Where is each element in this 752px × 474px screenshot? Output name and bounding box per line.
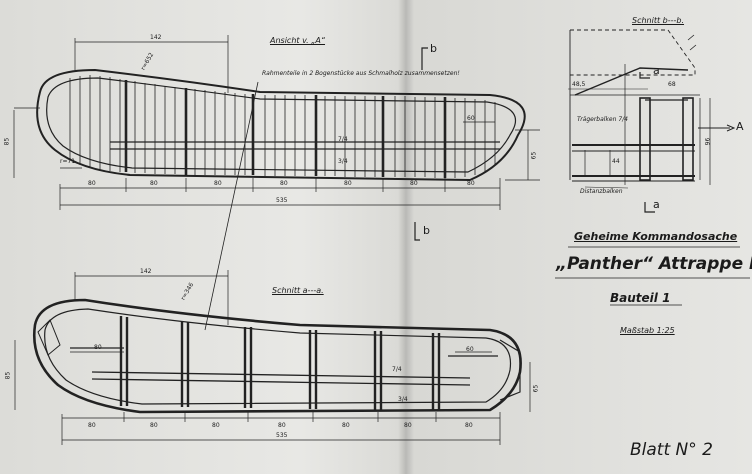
dim-top-65: 65 <box>530 151 538 160</box>
top-view-main-frames <box>124 80 447 178</box>
dim-sec-68: 68 <box>668 81 676 88</box>
title-underlines <box>555 246 750 306</box>
drawing-name: „Panther“ Attrappe N° I <box>556 254 752 274</box>
dim-bot-60: 60 <box>466 346 474 353</box>
marker-A-view: A <box>736 120 744 133</box>
dim-bot-seg-3: 80 <box>212 422 220 429</box>
beam-bot-74: 7/4 <box>392 366 402 373</box>
dim-bot-seg-7: 80 <box>465 422 473 429</box>
beam-top-74: 7/4 <box>338 136 348 143</box>
dim-top-seg-2: 80 <box>150 180 158 187</box>
top-view-title: Ansicht v. „A“ <box>270 36 326 45</box>
top-view-ribs <box>69 75 496 178</box>
bottom-view-frames <box>119 316 441 410</box>
dim-top-seg-7: 80 <box>467 180 475 187</box>
dim-sec-44: 44 <box>612 158 620 165</box>
dim-top-85: 85 <box>3 137 11 146</box>
top-view-hull <box>36 68 526 182</box>
top-view-longitudinal-beams <box>110 141 500 150</box>
bottom-view-title: Schnitt a---a. <box>272 286 324 295</box>
dim-top-seg-1: 80 <box>88 180 96 187</box>
beam-bot-34: 3/4 <box>398 396 408 403</box>
dim-bot-seg-4: 80 <box>278 422 286 429</box>
section-view-title: Schnitt b---b. <box>632 16 685 25</box>
classification-label: Geheime Kommandosache <box>574 230 738 243</box>
distanz-label: Distanzbalken <box>580 188 623 195</box>
dim-top-seg-5: 80 <box>344 180 352 187</box>
dim-sec-48: 48,5 <box>572 81 586 88</box>
dim-sec-96: 96 <box>704 137 712 146</box>
paper-fold-shadow <box>398 0 414 474</box>
frame-note: Rahmenteile in 2 Bogenstücke aus Schmalh… <box>262 70 460 77</box>
dim-bot-85: 85 <box>4 371 12 380</box>
bottom-view-beams <box>70 347 498 386</box>
scale-label: Maßstab 1:25 <box>620 326 675 335</box>
marker-b-top: b <box>430 42 437 55</box>
bottom-view-dimensions <box>14 270 531 445</box>
dim-bot-80: 80 <box>94 344 102 351</box>
section-marker-a-lines <box>639 72 655 213</box>
marker-b-bottom: b <box>423 224 430 237</box>
traeger-label: Trägerbalken 7/4 <box>577 116 628 123</box>
marker-a-bottom: a <box>653 198 660 211</box>
beam-top-34: 3/4 <box>338 158 348 165</box>
dim-top-total: 535 <box>276 197 288 204</box>
dim-bot-65: 65 <box>532 384 540 393</box>
part-label: Bauteil 1 <box>610 291 671 305</box>
dim-bot-142: 142 <box>140 268 152 275</box>
section-marker-b-lines <box>414 47 428 241</box>
dim-top-seg-6: 80 <box>410 180 418 187</box>
section-view <box>568 29 736 189</box>
frame-note-leader <box>204 81 259 331</box>
bottom-view-hull <box>32 298 522 414</box>
dim-bot-seg-1: 80 <box>88 422 96 429</box>
dim-top-seg-4: 80 <box>280 180 288 187</box>
top-view-dimensions <box>13 35 540 210</box>
dim-bot-seg-2: 80 <box>150 422 158 429</box>
dim-bot-seg-6: 80 <box>404 422 412 429</box>
dim-top-seg-3: 80 <box>214 180 222 187</box>
dim-top-radius-2: r=71 <box>60 158 76 165</box>
dim-top-60: 60 <box>467 115 475 122</box>
dim-bot-total: 535 <box>276 432 288 439</box>
marker-a-top: a <box>653 64 660 77</box>
dim-top-142: 142 <box>150 34 162 41</box>
sheet-number: Blatt N° 2 <box>630 440 713 460</box>
dim-bot-seg-5: 80 <box>342 422 350 429</box>
